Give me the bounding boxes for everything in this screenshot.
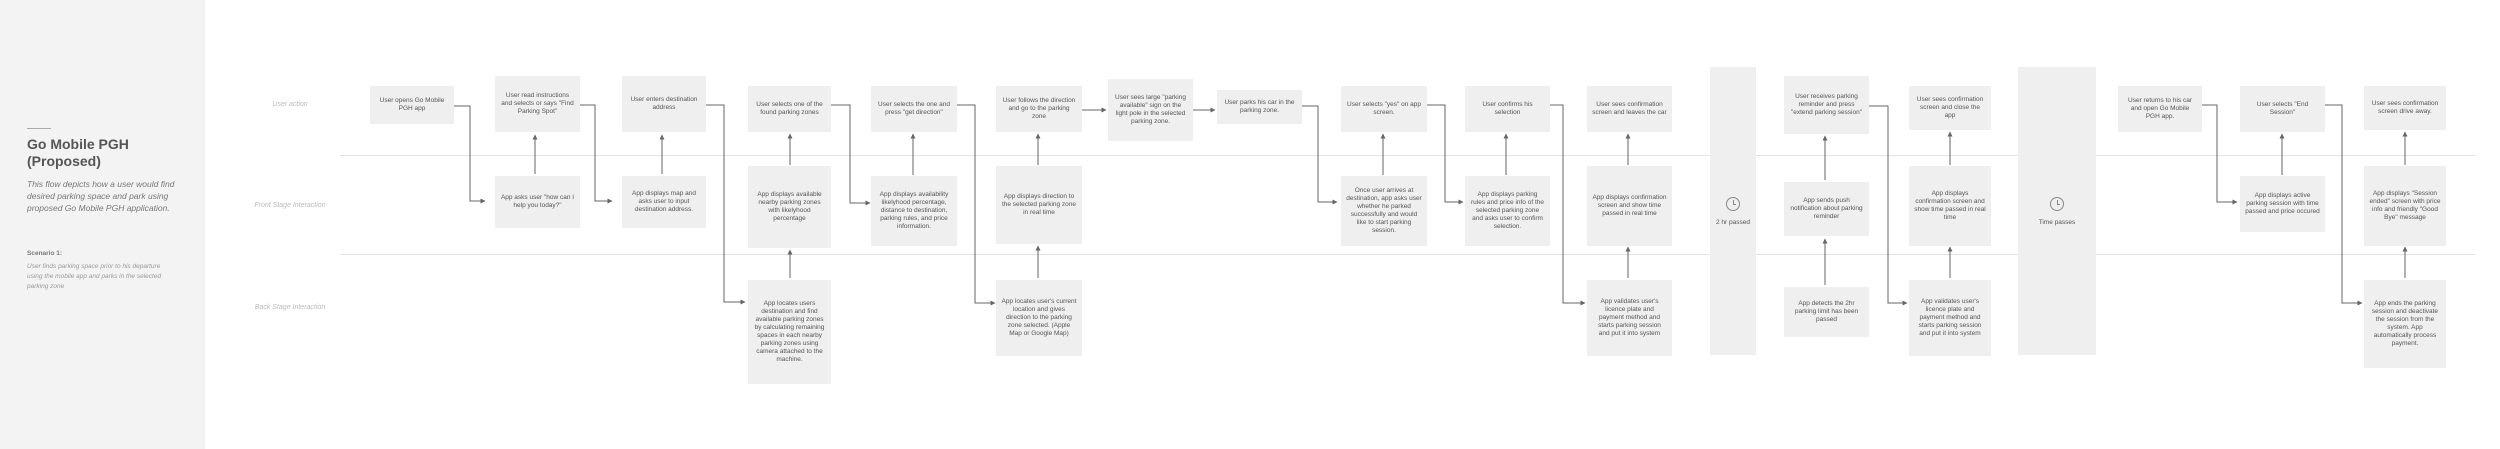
step-10-user: User confirms his selection [1465, 86, 1550, 132]
arrow-s5-down [957, 104, 996, 306]
step-12-back: App detects the 2hr parking limit has be… [1784, 287, 1869, 337]
step-10-front: App displays parking rules and price inf… [1465, 176, 1550, 246]
step-16-front: App displays "Session ended" screen with… [2364, 166, 2446, 246]
step-16-user: User sees confirmation screen drive away… [2364, 86, 2446, 130]
step-12-user: User receives parking reminder and press… [1784, 76, 1869, 134]
step-7-user: User sees large "parking available" sign… [1108, 79, 1193, 141]
step-16-back: App ends the parking session and deactiv… [2364, 280, 2446, 368]
step-1-user: User opens Go Mobile PGH app [370, 86, 454, 124]
clock-icon [2050, 196, 2064, 211]
step-5-user: User selects the one and press "get dire… [871, 86, 957, 132]
lane-label-back-stage: Back Stage Interaction [254, 304, 326, 311]
step-12-front: App sends push notification about parkin… [1784, 182, 1869, 236]
arrow-s2-down [580, 104, 613, 204]
scenario-title: Scenario 1: [27, 250, 63, 257]
step-13-front: App displays confirmation screen and sho… [1909, 166, 1991, 246]
arrow-s1-down [454, 105, 486, 204]
arrow-s9-down [1427, 104, 1464, 205]
step-13-back: App validates user's licence plate and p… [1909, 280, 1991, 356]
step-1-front: App asks user "how can I help you today?… [495, 176, 580, 228]
pause-2hr-column: 2 hr passed [1710, 67, 1756, 355]
clock-icon [1726, 196, 1740, 211]
step-8-user: User parks his car in the parking zone. [1217, 90, 1302, 124]
arrow-s10-down [1550, 104, 1586, 306]
step-14-user: User returns to his car and open Go Mobi… [2118, 86, 2202, 132]
step-6-front: App displays direction to the selected p… [996, 166, 1082, 244]
step-11-back: App validates user's licence plate and p… [1587, 280, 1672, 356]
step-6-user: User follows the direction and go to the… [996, 86, 1082, 132]
sidebar-panel: Go Mobile PGH (Proposed) This flow depic… [0, 0, 205, 449]
arrow-s4-down [831, 104, 871, 206]
step-3-user: User enters destination address [622, 76, 706, 132]
step-9-user: User selects "yes" on app screen. [1341, 86, 1427, 132]
pause-2hr-label: 2 hr passed [1716, 218, 1750, 226]
step-9-front: Once user arrives at destination, app as… [1341, 176, 1427, 246]
step-2-user: User read instructions and selects or sa… [495, 76, 580, 132]
pause-time-column: Time passes [2018, 67, 2096, 355]
step-5-front: App displays availability likelyhood per… [871, 176, 957, 246]
arrow-s8-down [1302, 105, 1338, 205]
flow-description: This flow depicts how a user would find … [27, 179, 175, 213]
pause-time-label: Time passes [2038, 218, 2076, 226]
lane-label-front-stage: Front Stage Interaction [254, 202, 326, 209]
lane-divider-2 [340, 254, 2475, 255]
step-3-front: App displays map and asks user to input … [622, 176, 706, 228]
step-4-user: User selects one of the found parking zo… [748, 86, 831, 132]
lane-divider-1 [340, 155, 2475, 156]
arrow-s15-down [2325, 104, 2363, 306]
step-13-user: User sees confirmation screen and close … [1909, 86, 1991, 130]
lane-label-user-action: User action [272, 101, 308, 108]
step-4-front: App displays available nearby parking zo… [748, 166, 831, 248]
title-rule [27, 128, 51, 129]
arrow-s3-down [706, 104, 746, 305]
arrow-s12-down [1869, 105, 1908, 306]
step-11-front: App displays confirmation screen and sho… [1587, 166, 1672, 246]
step-6-back: App locates user's current location and … [996, 280, 1082, 356]
step-4-back: App locates users destination and find a… [748, 280, 831, 384]
step-11-user: User sees confirmation screen and leaves… [1587, 86, 1672, 132]
step-15-front: App displays active parking session with… [2240, 176, 2325, 232]
arrow-s14-down [2202, 104, 2238, 205]
scenario-text: User finds parking space prior to his de… [27, 263, 162, 290]
step-15-user: User selects "End Session" [2240, 86, 2325, 132]
page-title: Go Mobile PGH (Proposed) [27, 136, 129, 169]
